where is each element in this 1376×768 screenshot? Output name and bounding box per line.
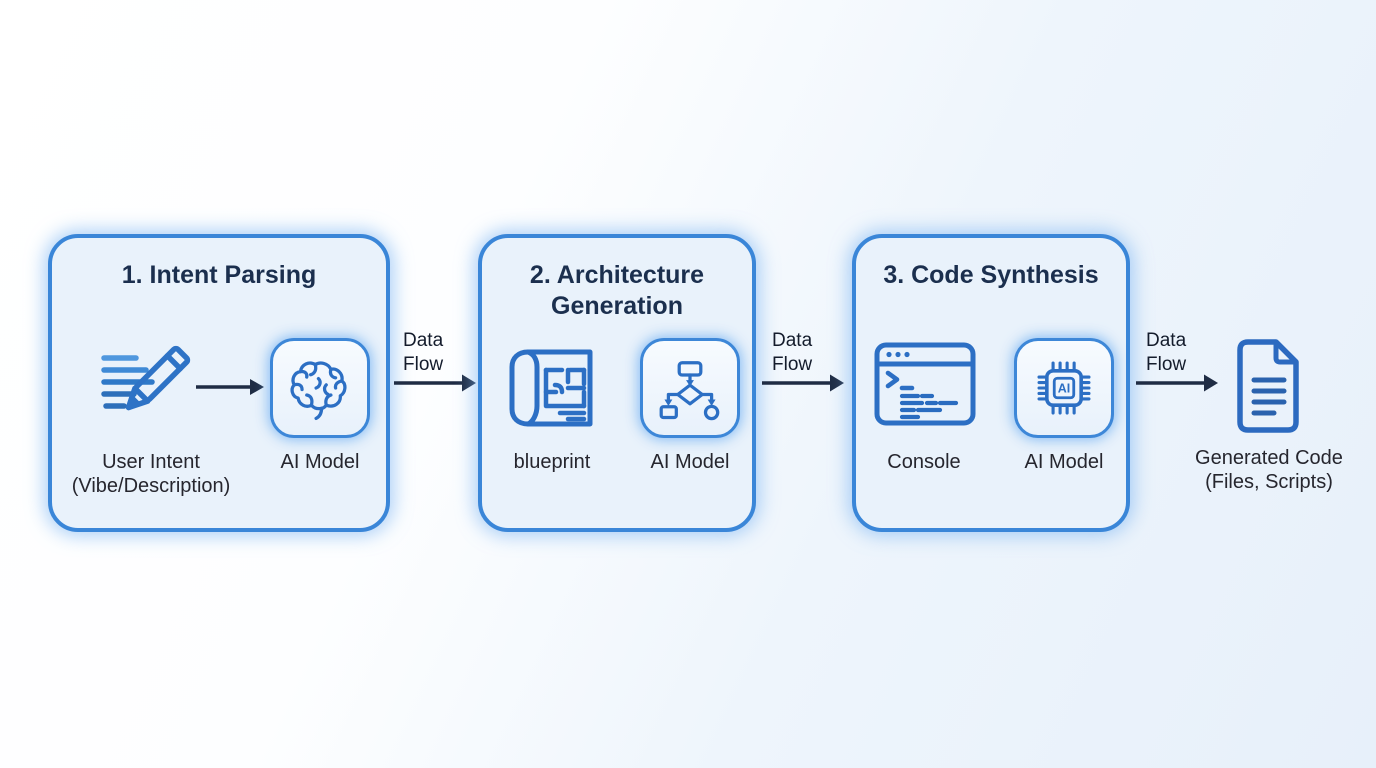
data-flow-line2: Flow <box>772 354 813 375</box>
chip-label: AI <box>1058 382 1070 396</box>
stage-box-intent-parsing: 1. Intent Parsing <box>48 234 390 532</box>
ai-chip-icon: AI <box>1014 338 1114 438</box>
data-flow-line1: Data <box>403 330 444 351</box>
data-flow-arrow-icon <box>760 372 848 394</box>
item-label-line2: (Vibe/Description) <box>71 475 231 497</box>
stage-title: 1. Intent Parsing <box>121 261 317 289</box>
item-label-line1: blueprint <box>513 451 591 473</box>
stage-title: 2. Architecture Generation <box>529 261 705 320</box>
data-flow-label: Data Flow <box>772 329 812 377</box>
item-label-line1: AI Model <box>280 451 360 473</box>
output-label: Generated Code (Files, Scripts) <box>1162 446 1376 494</box>
data-flow-label: Data Flow <box>1146 329 1186 377</box>
console-icon <box>872 340 978 428</box>
item-label-line1: Console <box>887 451 961 473</box>
data-flow-arrow-icon <box>392 372 480 394</box>
item-label: AI Model <box>630 450 750 474</box>
pencil-note-icon <box>96 336 192 432</box>
data-flow-line2: Flow <box>403 354 444 375</box>
item-label-line1: AI Model <box>1024 451 1104 473</box>
item-label-line1: AI Model <box>650 451 730 473</box>
item-label: AI Model <box>1004 450 1124 474</box>
flowchart-icon <box>640 338 740 438</box>
item-label: Console <box>864 450 984 474</box>
item-label: AI Model <box>268 450 372 474</box>
arrow-icon <box>196 376 266 398</box>
item-label: User Intent (Vibe/Description) <box>58 450 244 498</box>
stage-box-architecture-generation: 2. Architecture Generation <box>478 234 756 532</box>
data-flow-label: Data Flow <box>403 329 443 377</box>
output-label-line2: (Files, Scripts) <box>1205 471 1333 493</box>
blueprint-icon <box>502 338 602 438</box>
stage-title: 3. Code Synthesis <box>883 261 1099 289</box>
data-flow-arrow-icon <box>1134 372 1222 394</box>
data-flow-line1: Data <box>1146 330 1187 351</box>
stage-box-code-synthesis: 3. Code Synthesis <box>852 234 1130 532</box>
data-flow-line2: Flow <box>1146 354 1187 375</box>
brain-icon <box>270 338 370 438</box>
item-label-line1: User Intent <box>102 451 200 473</box>
document-icon <box>1232 338 1304 434</box>
data-flow-line1: Data <box>772 330 813 351</box>
output-label-line1: Generated Code <box>1195 447 1343 469</box>
item-label: blueprint <box>492 450 612 474</box>
